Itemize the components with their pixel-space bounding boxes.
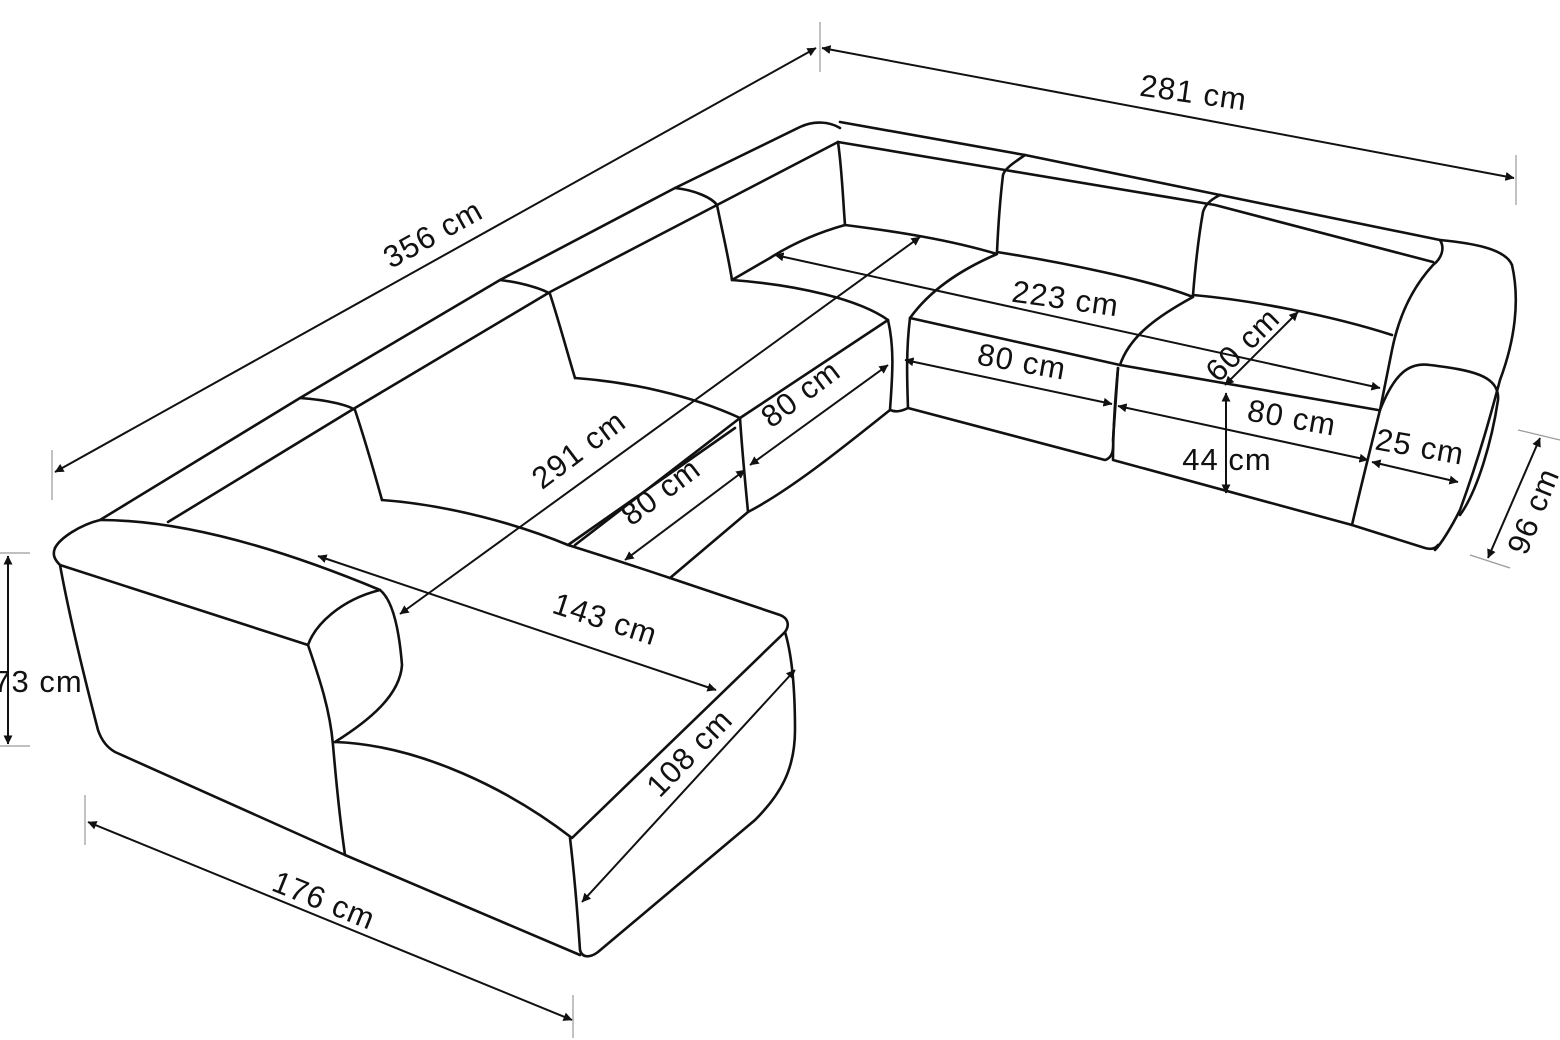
label-left-seat-width: 80 cm bbox=[975, 337, 1069, 387]
left-seat-2-top bbox=[573, 376, 742, 547]
chaise-seat-top bbox=[333, 576, 790, 840]
label-seat-depth: 60 cm bbox=[1199, 301, 1287, 389]
chaise-front bbox=[568, 630, 797, 958]
label-corner-seat-width-right: 80 cm bbox=[754, 353, 846, 435]
arrow-inner-left-length bbox=[399, 236, 921, 615]
right-seat-2-front bbox=[1111, 366, 1440, 551]
right-back-top-edge bbox=[838, 120, 1514, 267]
corner-seat-back bbox=[730, 223, 847, 282]
right-seat-1-front bbox=[905, 316, 1120, 462]
chaise-bottom-edge bbox=[343, 853, 582, 957]
arrow-back-left-length bbox=[54, 47, 817, 473]
arrow-corner-seat-width-right bbox=[749, 364, 889, 466]
arrow-chaise-inner-length bbox=[317, 554, 717, 692]
label-chaise-inner-length: 143 cm bbox=[549, 586, 662, 653]
right-armrest-outer bbox=[1433, 263, 1518, 552]
label-chaise-length: 176 cm bbox=[267, 864, 380, 937]
arrow-left-seat-width bbox=[904, 357, 1113, 407]
back-divider-4 bbox=[836, 140, 847, 227]
arrow-chaise-width bbox=[581, 669, 796, 903]
left-armrest-front bbox=[306, 643, 347, 857]
label-chaise-width: 108 cm bbox=[639, 702, 739, 804]
back-divider-6 bbox=[1191, 193, 1222, 297]
arrow-back-right-length bbox=[821, 45, 1515, 181]
label-armrest-width: 25 cm bbox=[1373, 422, 1467, 472]
right-armrest bbox=[1378, 238, 1444, 412]
left-armrest-outer bbox=[58, 563, 347, 857]
left-back-cushion-line bbox=[166, 140, 840, 524]
back-divider-1 bbox=[298, 396, 384, 502]
left-back-top-edge bbox=[53, 121, 842, 550]
left-seat-front bbox=[566, 510, 750, 580]
arrow-seat-depth bbox=[1224, 311, 1299, 386]
arrow-right-seat-width bbox=[1117, 403, 1369, 463]
arrow-side-depth bbox=[1487, 437, 1541, 559]
left-armrest-top bbox=[98, 518, 382, 592]
right-armrest-front bbox=[1350, 408, 1382, 527]
label-seat-height: 44 cm bbox=[1182, 442, 1271, 477]
back-divider-2 bbox=[498, 278, 577, 380]
label-inner-back-length: 223 cm bbox=[1010, 274, 1121, 324]
right-back-cushion-line bbox=[836, 140, 1435, 264]
sofa-outline bbox=[52, 120, 1518, 958]
arrow-corner-seat-width-left bbox=[624, 469, 746, 561]
arrow-chaise-length bbox=[87, 821, 573, 1021]
arrow-armrest-width bbox=[1371, 459, 1459, 485]
right-seat-back-edge bbox=[1191, 293, 1394, 337]
right-seat-1-top bbox=[843, 223, 999, 320]
right-armrest-top bbox=[1378, 363, 1500, 517]
label-back-left-length: 356 cm bbox=[377, 192, 488, 275]
label-total-height: 73 cm bbox=[0, 664, 83, 699]
dimension-arrows bbox=[3, 45, 1541, 1021]
label-inner-left-length: 291 cm bbox=[525, 403, 632, 496]
label-corner-seat-width-left: 80 cm bbox=[614, 451, 706, 533]
extension-lines bbox=[0, 22, 1560, 1038]
